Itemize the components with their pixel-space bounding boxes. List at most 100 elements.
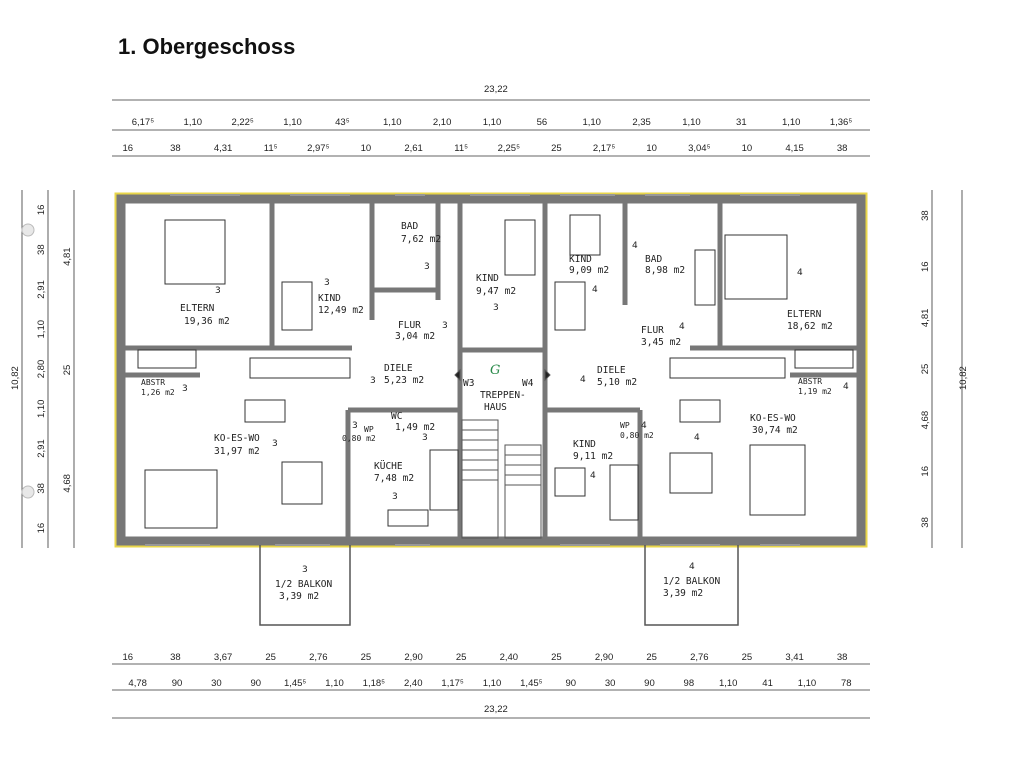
area-flur-w4: 3,45 m2 xyxy=(641,337,681,348)
dim-left_row1-1: 38 xyxy=(36,244,47,255)
unit-badge-kind2-w4: 4 xyxy=(590,471,596,481)
dim-bot_row1-13: 25 xyxy=(742,652,753,663)
dim-top_row1-9: 1,10 xyxy=(582,117,601,128)
area-wp-w3: 0,80 m2 xyxy=(342,434,376,443)
dim-left_row1-4: 2,80 xyxy=(36,360,47,379)
dim-bot_row2-11: 90 xyxy=(565,678,576,689)
dim-top_row2-4: 2,97⁵ xyxy=(307,143,329,154)
windows xyxy=(145,194,800,546)
area-eltern-w4: 18,62 m2 xyxy=(787,321,833,332)
dim-right_row-5: 16 xyxy=(920,466,931,477)
dim-right_row-1: 16 xyxy=(920,261,931,272)
unit-badge-abstr-w4: 4 xyxy=(843,382,849,392)
dim-top_row2-3: 11⁵ xyxy=(264,143,278,154)
dim-bot_row2-5: 1,10 xyxy=(325,678,344,689)
dim-bot_row1-14: 3,41 xyxy=(785,652,804,663)
dim-bot_row2-2: 30 xyxy=(211,678,222,689)
dim-top_row1-0: 6,17⁵ xyxy=(132,117,154,128)
dim-right_row-4: 4,68 xyxy=(920,411,931,430)
dim-top_row1-5: 1,10 xyxy=(383,117,402,128)
dim-top_row2-12: 3,04⁵ xyxy=(688,143,710,154)
room-wc-w3: WC xyxy=(391,411,402,422)
dim-right_row-0: 38 xyxy=(920,210,931,221)
dim-bot_row1-9: 25 xyxy=(551,652,562,663)
area-balkon-w4: 3,39 m2 xyxy=(663,588,703,599)
dim-bot_row1-6: 2,90 xyxy=(404,652,423,663)
room-kueche-w3: KÜCHE xyxy=(374,461,403,472)
room-flur-w4: FLUR xyxy=(641,325,664,336)
room-abstr-w3: ABSTR xyxy=(141,378,165,387)
area-wp-w4: 0,80 m2 xyxy=(620,431,654,440)
dim-bot_row1-15: 38 xyxy=(837,652,848,663)
page-title: 1. Obergeschoss xyxy=(118,34,296,59)
dim-top_row2-1: 38 xyxy=(170,143,181,154)
unit-badge-kind1-w4: 4 xyxy=(592,285,598,295)
dim-left_row1-3: 1,10 xyxy=(36,320,47,339)
dim-top_row1-3: 1,10 xyxy=(283,117,302,128)
dim-top-total: 23,22 xyxy=(484,84,508,95)
dim-top_row1-4: 43⁵ xyxy=(335,117,350,128)
unit-badge-balkon-w4: 4 xyxy=(689,562,695,572)
dim-bot_row2-15: 1,10 xyxy=(719,678,738,689)
unit-badge-kind2-w3: 3 xyxy=(493,303,499,313)
room-diele-w4: DIELE xyxy=(597,365,626,376)
dim-bot_row2-3: 90 xyxy=(251,678,262,689)
dim-bot_row2-4: 1,45⁵ xyxy=(284,678,306,689)
dimension-lines xyxy=(21,99,963,719)
unit-badge-flur-w4: 4 xyxy=(679,322,685,332)
outer-wall xyxy=(116,194,866,546)
dim-top_row1-7: 1,10 xyxy=(483,117,502,128)
dim-top_row1-12: 31 xyxy=(736,117,747,128)
dim-top_row2-8: 2,25⁵ xyxy=(498,143,520,154)
area-bad-w4: 8,98 m2 xyxy=(645,265,685,276)
stair-mark: G xyxy=(490,363,500,378)
unit-badge-diele-w4: 4 xyxy=(580,375,586,385)
dim-right_row-2: 4,81 xyxy=(920,309,931,328)
stair-label-line2: HAUS xyxy=(484,402,507,413)
area-wc-w3: 1,49 m2 xyxy=(395,422,435,433)
unit-badge-koeswo-w4: 4 xyxy=(694,433,700,443)
punch-hole-top xyxy=(21,223,35,237)
room-kind1-w4: KIND xyxy=(569,254,592,265)
dim-top_row2-10: 2,17⁵ xyxy=(593,143,615,154)
unit-badge-balkon-w3: 3 xyxy=(302,565,308,575)
dim-bot_row1-5: 25 xyxy=(361,652,372,663)
balconies xyxy=(259,545,739,626)
area-kind2-w4: 9,11 m2 xyxy=(573,451,613,462)
dim-bot_row2-13: 90 xyxy=(644,678,655,689)
dim-top_row1-10: 2,35 xyxy=(632,117,651,128)
dim-bot_row2-17: 1,10 xyxy=(798,678,817,689)
dim-left_row1-2: 2,91 xyxy=(36,280,47,299)
unit-badge-diele-w3: 3 xyxy=(370,376,376,386)
dim-bot_row2-14: 98 xyxy=(684,678,695,689)
dim-bot_row1-2: 3,67 xyxy=(214,652,233,663)
unit-badge-bad-w4: 4 xyxy=(632,241,638,251)
dim-bot_row2-12: 30 xyxy=(605,678,616,689)
unit-badge-wp-w3: 3 xyxy=(352,421,358,431)
dim-bot_row1-0: 16 xyxy=(123,652,134,663)
room-bad-w3: BAD xyxy=(401,221,418,232)
stairwell-labels: TREPPEN- HAUS W3 W4 G xyxy=(463,363,534,413)
dim-bot_row2-7: 2,40 xyxy=(404,678,423,689)
unit-badge-wp-w4: 4 xyxy=(641,421,647,431)
dim-left_row2-2: 4,68 xyxy=(62,474,73,493)
dim-right_row-3: 25 xyxy=(920,364,931,375)
area-abstr-w3: 1,26 m2 xyxy=(141,388,175,397)
dim-bot_row1-1: 38 xyxy=(170,652,181,663)
dim-top_row2-5: 10 xyxy=(361,143,372,154)
dim-top_row1-2: 2,22⁵ xyxy=(231,117,253,128)
area-kind1-w4: 9,09 m2 xyxy=(569,265,609,276)
dimension-texts: 23,22 23,22 10,82 10,82 xyxy=(10,84,969,715)
dim-left-total: 10,82 xyxy=(10,366,21,390)
room-wp-w3: WP xyxy=(364,425,374,434)
dim-top_row2-9: 25 xyxy=(551,143,562,154)
apartment-w3-labels: ELTERN 19,36 m2 3 KIND 12,49 m2 3 BAD 7,… xyxy=(141,221,516,602)
dim-top_row2-0: 16 xyxy=(123,143,134,154)
room-koeswo-w3: KO-ES-WO xyxy=(214,433,260,444)
dim-left_row1-5: 1,10 xyxy=(36,400,47,419)
stair-label-line1: TREPPEN- xyxy=(480,390,526,401)
unit-badge-wc-w3: 3 xyxy=(422,433,428,443)
room-eltern-w3: ELTERN xyxy=(180,303,215,314)
dim-left_row2-1: 25 xyxy=(62,365,73,376)
